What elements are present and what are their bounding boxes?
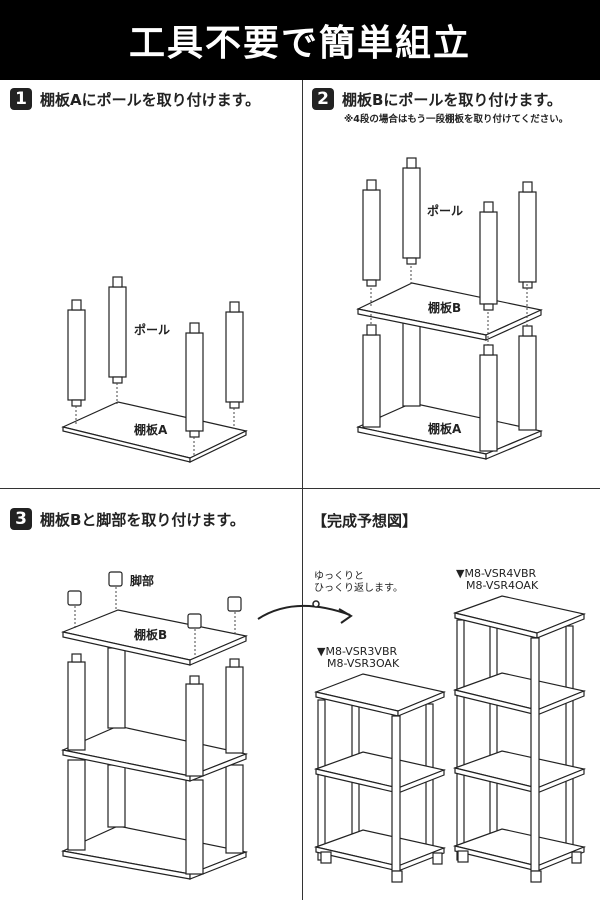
flip-note-line-2: ひっくり返します。 — [314, 583, 403, 594]
completion-title: 【完成予想図】 — [312, 512, 418, 530]
step-2-badge: 2 — [312, 88, 334, 110]
step-1-badge: 1 — [10, 88, 32, 110]
step-2-diagram — [356, 157, 543, 460]
pole — [67, 276, 244, 438]
model-name-alt: M8-VSR3OAK — [327, 657, 400, 670]
page-title: 工具不要で簡単組立 — [128, 23, 471, 64]
pole-label: ポール — [134, 323, 171, 337]
shelf-a-label-2: 棚板A — [428, 422, 462, 436]
step-3-diagram — [60, 571, 249, 880]
shelf-4tier-illustration — [452, 595, 587, 883]
horizontal-divider — [0, 488, 600, 489]
vertical-divider — [302, 80, 303, 900]
flip-note: ゆっくりと ひっくり返します。 — [314, 571, 403, 595]
model-name: M8-VSR3VBR — [325, 645, 398, 658]
step-2-heading: 2 棚板Bにポールを取り付けます。 — [312, 88, 562, 110]
marker-icon: ▼ — [317, 645, 326, 658]
model-4tier-label: ▼M8-VSR4VBR M8-VSR4OAK — [456, 568, 538, 592]
step-3-text: 棚板Bと脚部を取り付けます。 — [40, 510, 245, 529]
model-name: M8-VSR4VBR — [464, 567, 537, 580]
shelf-b-label-3: 棚板B — [134, 628, 168, 642]
step-1-text: 棚板Aにポールを取り付けます。 — [40, 90, 261, 109]
step-2-note: ※4段の場合はもう一段棚板を取り付けてください。 — [344, 114, 569, 125]
feet — [67, 571, 242, 629]
step-3-heading: 3 棚板Bと脚部を取り付けます。 — [10, 508, 245, 530]
header-banner: 工具不要で簡単組立 — [0, 0, 600, 80]
flip-note-line-1: ゆっくりと — [314, 571, 364, 582]
step-2-text: 棚板Bにポールを取り付けます。 — [342, 90, 562, 109]
shelf-3tier-illustration — [313, 673, 447, 883]
flip-arrow-icon — [257, 600, 353, 624]
shelf-b-label: 棚板B — [428, 301, 462, 315]
feet-label: 脚部 — [130, 574, 155, 588]
marker-icon: ▼ — [456, 567, 465, 580]
step-1-heading: 1 棚板Aにポールを取り付けます。 — [10, 88, 260, 110]
pole-label-2: ポール — [427, 204, 464, 218]
step-1-diagram — [61, 276, 248, 463]
shelf-a-label: 棚板A — [134, 423, 168, 437]
step-3-badge: 3 — [10, 508, 32, 530]
model-3tier-label: ▼M8-VSR3VBR M8-VSR3OAK — [317, 646, 399, 670]
model-name-alt: M8-VSR4OAK — [466, 579, 539, 592]
